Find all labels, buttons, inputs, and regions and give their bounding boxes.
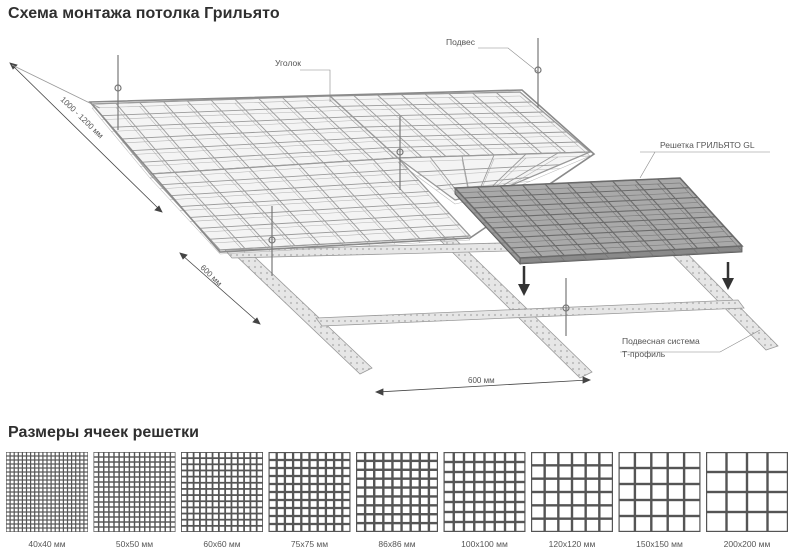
hangers (114, 38, 570, 336)
cell-sample: 50x50 мм (93, 452, 176, 549)
grilyato-gl-panel (453, 177, 744, 266)
cell-sample: 150x150 мм (618, 452, 701, 549)
cell-size-label: 86x86 мм (378, 539, 415, 549)
t-profile-system (224, 227, 779, 379)
cells-title: Размеры ячеек решетки (8, 424, 199, 441)
cell-size-samples: 40x40 мм 50x50 мм 60x60 мм 75x75 мм 86x86 мм… (6, 452, 788, 549)
callout-leaders (300, 47, 770, 353)
cell-sample: 120x120 мм (531, 452, 613, 549)
t-profile-rail-left (229, 244, 373, 375)
cell-sample: 75x75 мм (268, 452, 351, 549)
dimension-lines (9, 62, 592, 396)
hanger-rod-4 (268, 206, 276, 276)
cell-size-label: 100x100 мм (461, 539, 508, 549)
cell-size-label: 200x200 мм (724, 539, 771, 549)
arrow-down-icon (722, 262, 734, 290)
callout-grid-gl: Решетка ГРИЛЬЯТО GL (660, 140, 755, 150)
installation-diagram: 1000 - 1200 мм 600 мм 600 мм Уголок Подв… (9, 37, 779, 396)
hanger-rod-2 (534, 38, 542, 108)
cell-sample: 100x100 мм (443, 452, 526, 549)
cell-size-label: 60x60 мм (203, 539, 240, 549)
hanger-rod-5 (562, 278, 570, 336)
dimension-bottom-span: 600 мм (468, 376, 495, 385)
t-profile-cross-rail-front (315, 299, 745, 327)
page-title: Схема монтажа потолка Грильято (8, 5, 280, 22)
cell-size-label: 50x50 мм (116, 539, 153, 549)
callout-hanger: Подвес (446, 37, 476, 47)
cell-size-label: 40x40 мм (28, 539, 65, 549)
cell-size-label: 120x120 мм (549, 539, 596, 549)
cell-sample: 60x60 мм (181, 452, 263, 549)
hanger-rod-1 (114, 55, 122, 130)
dimension-side-span: 600 мм (199, 263, 224, 288)
cell-sample: 40x40 мм (6, 452, 88, 549)
cell-size-label: 150x150 мм (636, 539, 683, 549)
install-arrows (518, 262, 734, 296)
callout-system-line2: Т-профиль (622, 349, 666, 359)
callout-system-line1: Подвесная система (622, 336, 700, 346)
cell-sample: 86x86 мм (356, 452, 438, 549)
cell-sample: 200x200 мм (706, 452, 788, 549)
callout-angle: Уголок (275, 58, 301, 68)
hanger-rod-3 (396, 116, 404, 190)
cell-size-label: 75x75 мм (291, 539, 328, 549)
arrow-down-icon (518, 266, 530, 296)
